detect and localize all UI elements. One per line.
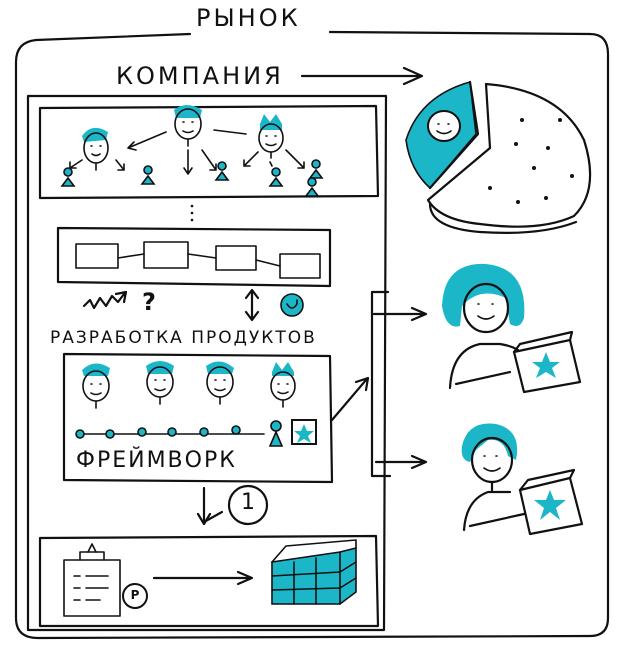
framework-box xyxy=(62,352,334,484)
framework-team-icon xyxy=(82,361,296,409)
product-development-label: РАЗРАБОТКА ПРОДУКТОВ xyxy=(50,328,317,348)
continuation-dots xyxy=(190,204,194,222)
refresh-cycle-icon xyxy=(280,293,304,317)
manager-head-left xyxy=(82,127,109,171)
company-label: КОМПАНИЯ xyxy=(116,62,284,90)
product-box-icon-bottom xyxy=(518,468,584,536)
market-label: РЫНОК xyxy=(196,4,301,32)
arrow-framework-to-customer xyxy=(330,376,370,422)
double-arrow-icon xyxy=(244,288,260,322)
market-frame xyxy=(14,30,610,640)
number-one-badge xyxy=(227,484,269,526)
arrow-company-to-market-share xyxy=(300,66,424,86)
arrow-right-to-one xyxy=(202,510,224,524)
team-hierarchy-icon xyxy=(60,105,324,197)
arrow-to-customer-bottom xyxy=(374,454,428,470)
number-one: 1 xyxy=(241,490,255,515)
product-box-icon-top xyxy=(512,330,582,394)
framework-pipeline-icon xyxy=(75,419,317,447)
ruble-coin-icon xyxy=(122,583,148,609)
team-box xyxy=(38,104,380,200)
document-clipboard-icon xyxy=(63,543,121,617)
arrow-to-customer-top xyxy=(372,306,428,322)
customer-man-icon xyxy=(461,423,526,532)
question-mark: ? xyxy=(142,288,156,316)
rubik-cube-icon xyxy=(271,539,357,605)
pie-chart-icon xyxy=(405,80,592,234)
arrow-down xyxy=(196,486,212,526)
process-box xyxy=(56,226,332,288)
output-box xyxy=(38,534,380,628)
customer-bracket xyxy=(370,290,392,478)
ruble-badge: Р xyxy=(130,588,140,602)
framework-label: ФРЕЙМВОРК xyxy=(76,448,237,473)
customer-woman-icon xyxy=(442,263,525,390)
process-chain-icon xyxy=(75,241,321,279)
manager-head-right xyxy=(258,114,284,159)
squiggle-arrow-icon xyxy=(82,290,128,310)
company-frame xyxy=(26,94,388,632)
arrow-doc-to-cube xyxy=(152,570,254,586)
manager-head-center xyxy=(174,105,202,147)
